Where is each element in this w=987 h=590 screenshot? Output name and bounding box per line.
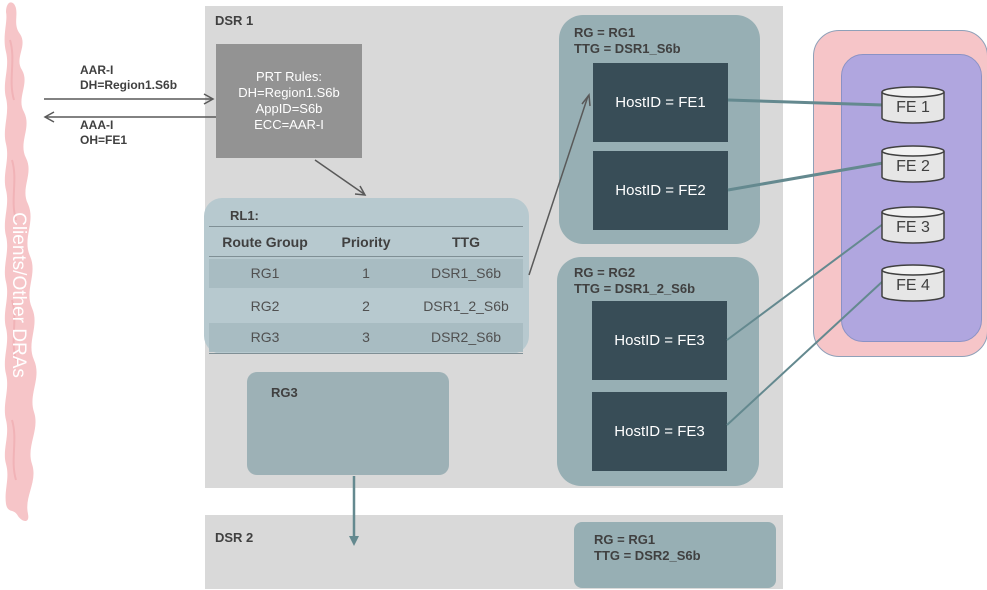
prt-to-route-list-arrowhead (354, 185, 367, 196)
row1-route-group: RG1 (250, 265, 280, 281)
fe1-database-icon (881, 86, 945, 124)
host-fe1-box: HostID = FE1 (593, 63, 728, 142)
rg2-name: RG = RG2 (574, 265, 636, 280)
cloud-shape (4, 2, 37, 521)
request-destination-host: DH=Region1.S6b (80, 78, 178, 92)
dsr2-rg-box (574, 522, 776, 588)
request-arrowhead (203, 93, 215, 105)
dsr2-rg-ttg: TTG = DSR2_S6b (594, 548, 701, 563)
fe2-database-icon (881, 145, 945, 183)
rg2-ttg: TTG = DSR1_2_S6b (574, 281, 696, 296)
answer-message-label: AAA-I OH=FE1 (80, 118, 127, 148)
table-row: RG2 2 DSR1_2_S6b (209, 292, 523, 321)
fe3-database-icon (881, 206, 945, 244)
prt-rule-ecc: ECC=AAR-I (254, 117, 324, 132)
row2-ttg: DSR1_2_S6b (423, 298, 509, 314)
table-row: RG1 1 DSR1_S6b (209, 259, 523, 288)
answer-command: AAA-I (80, 118, 114, 132)
route-list-header-top-rule (209, 226, 523, 227)
rg1-ttg: TTG = DSR1_S6b (574, 41, 681, 56)
route-list-to-host-fe1-arrow (528, 95, 589, 276)
column-header-ttg: TTG (452, 234, 480, 250)
fe1-label: FE 1 (896, 99, 930, 116)
answer-arrowhead (43, 111, 55, 123)
rg3-label: RG3 (271, 385, 298, 400)
clients-cloud (4, 2, 37, 521)
route-list-header-bottom-rule (209, 256, 523, 257)
link-fe3 (726, 223, 884, 341)
route-list-title: RL1: (230, 208, 259, 223)
cloud-ruffle (9, 39, 17, 481)
link-fe2 (727, 161, 884, 192)
table-row: RG3 3 DSR2_S6b (209, 323, 523, 352)
row1-priority: 1 (362, 265, 370, 281)
prt-rule-app-id: AppID=S6b (255, 101, 323, 116)
rg3-box (247, 372, 449, 475)
link-fe4 (726, 280, 884, 426)
host-fe3-box-secondary: HostID = FE3 (592, 392, 727, 471)
host-fe3-box-primary: HostID = FE3 (592, 301, 727, 380)
route-list-to-host-fe1-arrowhead (581, 93, 591, 107)
dsr2-rg-name: RG = RG1 (594, 532, 656, 547)
request-command: AAR-I (80, 63, 114, 77)
prt-to-route-list-arrow (314, 159, 365, 195)
route-list-bottom-rule (209, 353, 523, 354)
link-fe1 (727, 98, 884, 107)
dsr2-title: DSR 2 (215, 530, 254, 545)
answer-origin-host: OH=FE1 (80, 133, 128, 147)
row1-ttg: DSR1_S6b (430, 265, 502, 281)
rg1-name: RG = RG1 (574, 25, 636, 40)
row3-ttg: DSR2_S6b (430, 329, 502, 345)
row2-route-group: RG2 (250, 298, 280, 314)
column-header-route-group: Route Group (222, 234, 308, 250)
fe3-label: FE 3 (896, 219, 930, 236)
fe2-label: FE 2 (896, 158, 930, 175)
fe4-database-icon (881, 264, 945, 302)
request-message-label: AAR-I DH=Region1.S6b (80, 63, 177, 93)
fe4-label: FE 4 (896, 277, 930, 294)
row3-route-group: RG3 (250, 329, 280, 345)
prt-rule-destination-host: DH=Region1.S6b (238, 85, 340, 100)
row2-priority: 2 (362, 298, 370, 314)
host-fe2-box: HostID = FE2 (593, 151, 728, 230)
dsr1-title: DSR 1 (215, 13, 254, 28)
prt-rules-box: PRT Rules: DH=Region1.S6b AppID=S6b ECC=… (216, 44, 362, 158)
prt-rules-heading: PRT Rules: (256, 69, 322, 84)
row3-priority: 3 (362, 329, 370, 345)
column-header-priority: Priority (341, 234, 391, 250)
rg3-to-dsr2-arrowhead (349, 536, 359, 546)
